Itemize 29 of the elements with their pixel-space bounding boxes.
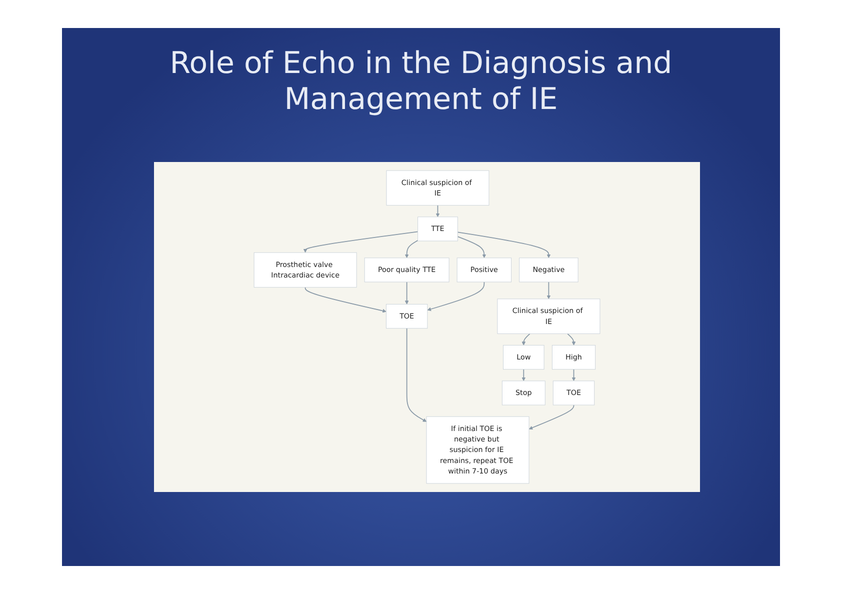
arrow [427, 282, 485, 311]
node-box [503, 345, 544, 370]
arrow [304, 286, 386, 313]
arrow [528, 404, 574, 430]
arrow [522, 368, 526, 382]
arrow [436, 204, 440, 218]
arrow [572, 368, 576, 382]
slide-title: Role of Echo in the Diagnosis and Management of IE [168, 46, 674, 118]
arrow [404, 282, 409, 304]
node-box [502, 380, 546, 406]
arrow [567, 333, 576, 346]
node-box [418, 216, 458, 242]
node-box [364, 258, 450, 282]
node-box [426, 416, 530, 484]
arrow [522, 333, 530, 346]
node-box [519, 258, 578, 282]
arrow [546, 282, 551, 300]
node-box [552, 345, 596, 370]
node-box [386, 304, 428, 329]
arrow [406, 328, 427, 422]
node-box [456, 258, 512, 282]
node-box [497, 298, 600, 334]
node-box [552, 380, 595, 406]
node-box [386, 170, 490, 206]
node-box [254, 252, 357, 288]
arrow [303, 231, 418, 253]
arrow [457, 232, 551, 258]
arrow [404, 240, 418, 258]
arrow [457, 236, 486, 258]
